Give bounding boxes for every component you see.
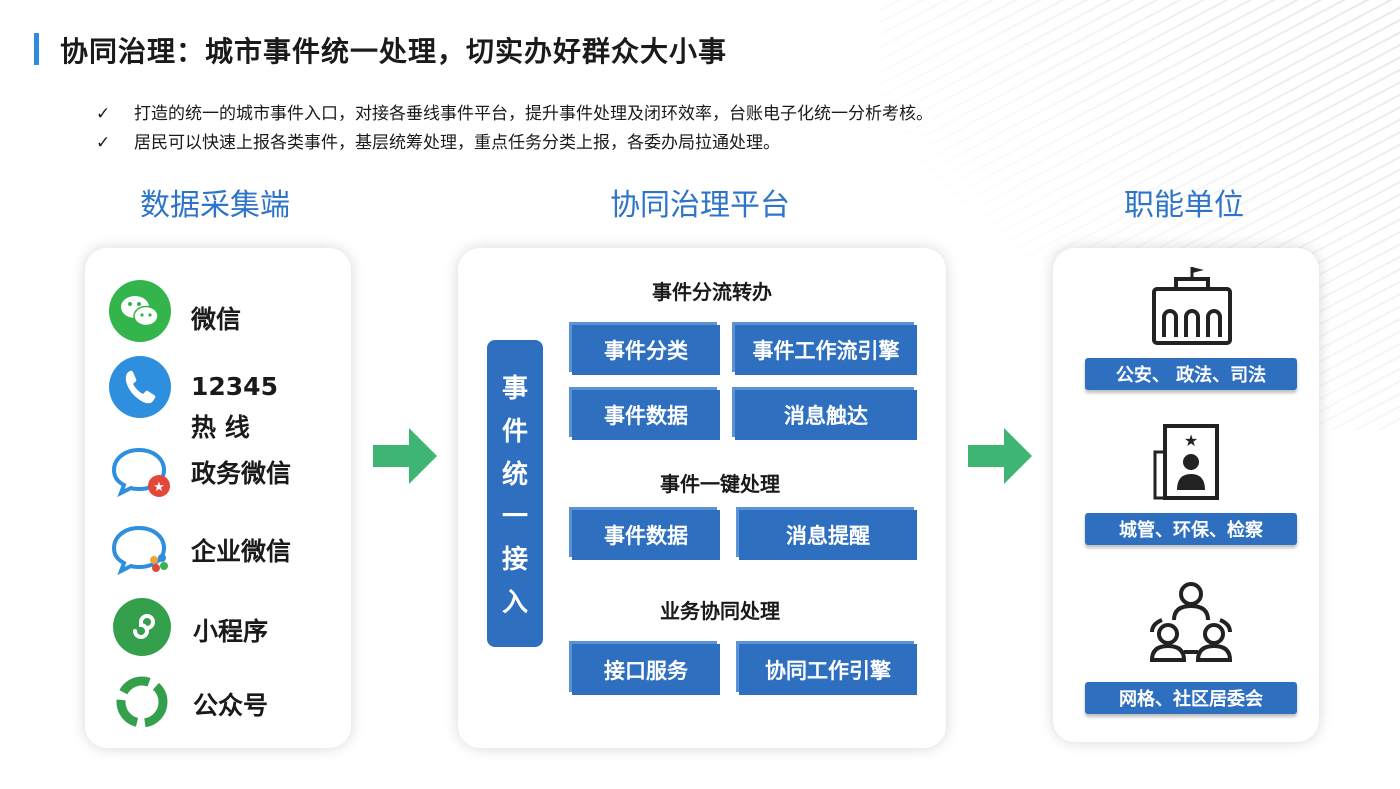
interface-service-button[interactable]: 接口服务 [572, 644, 720, 695]
flow-arrow-right-icon [968, 428, 1032, 484]
platform-heading: 协同治理平台 [610, 188, 790, 223]
section-title-one-click: 事件一键处理 [660, 472, 780, 496]
check-icon: ✓ [96, 104, 111, 124]
units-heading: 职能单位 [1124, 188, 1244, 223]
bullet-text: 打造的统一的城市事件入口，对接各垂线事件平台，提升事件处理及闭环效率，台账电子化… [134, 104, 933, 124]
collaboration-engine-button[interactable]: 协同工作引擎 [739, 644, 917, 695]
source-hotline-label: 热 线 [191, 413, 250, 442]
source-hotline-number: 12345 [191, 372, 278, 401]
gov-wechat-icon: ★ [109, 440, 171, 502]
bullet-list: ✓ 打造的统一的城市事件入口，对接各垂线事件平台，提升事件处理及闭环效率，台账电… [96, 100, 933, 158]
entry-char: 接 [501, 545, 528, 576]
source-wechat-label: 微信 [191, 305, 242, 334]
bullet-item: ✓ 打造的统一的城市事件入口，对接各垂线事件平台，提升事件处理及闭环效率，台账电… [96, 100, 933, 129]
unit-label: 网格、社区居委会 [1085, 682, 1297, 714]
source-mini-program-label: 小程序 [193, 617, 269, 646]
event-workflow-engine-button[interactable]: 事件工作流引擎 [735, 325, 917, 375]
wechat-icon [109, 280, 171, 342]
entry-char: 件 [501, 416, 528, 447]
source-official-account-label: 公众号 [193, 691, 269, 720]
entry-char: 事 [501, 374, 528, 404]
source-gov-wechat-label: 政务微信 [191, 459, 292, 488]
title-accent-bar [34, 33, 39, 65]
source-enterprise-wechat-label: 企业微信 [191, 537, 292, 566]
entry-char: 入 [501, 587, 528, 618]
sources-card: 微信 12345 热 线 ★ 政务微信 企业微信 小程序 [85, 248, 351, 748]
section-title-collaboration: 业务协同处理 [660, 599, 780, 623]
enterprise-wechat-icon [109, 518, 171, 580]
section-title-dispatch: 事件分流转办 [652, 280, 772, 304]
mini-program-icon [113, 598, 171, 656]
official-account-icon [113, 673, 171, 731]
check-icon: ✓ [96, 133, 111, 153]
svg-text:★: ★ [153, 480, 165, 495]
bullet-text: 居民可以快速上报各类事件，基层统筹处理，重点任务分类上报，各委办局拉通处理。 [134, 133, 780, 153]
flow-arrow-right-icon [373, 428, 437, 484]
bullet-item: ✓ 居民可以快速上报各类事件，基层统筹处理，重点任务分类上报，各委办局拉通处理。 [96, 129, 933, 158]
entry-char: 一 [501, 502, 528, 533]
message-reminder-button[interactable]: 消息提醒 [739, 510, 917, 560]
event-data-button[interactable]: 事件数据 [572, 390, 720, 440]
svg-text:★: ★ [1184, 431, 1198, 450]
unit-label: 城管、环保、检察 [1085, 513, 1297, 545]
event-classification-button[interactable]: 事件分类 [572, 325, 720, 375]
event-data-button[interactable]: 事件数据 [572, 510, 720, 560]
government-building-icon [1152, 267, 1232, 345]
sources-heading: 数据采集端 [140, 188, 290, 223]
id-badge-icon: ★ [1153, 424, 1219, 500]
unified-entry-box: 事 件 统 一 接 入 [487, 340, 543, 647]
people-network-icon [1149, 582, 1233, 662]
entry-char: 统 [501, 459, 528, 490]
phone-icon [109, 356, 171, 418]
unit-label: 公安、 政法、司法 [1085, 358, 1297, 390]
page-title: 协同治理：城市事件统一处理，切实办好群众大小事 [60, 35, 728, 68]
message-reach-button[interactable]: 消息触达 [735, 390, 917, 440]
